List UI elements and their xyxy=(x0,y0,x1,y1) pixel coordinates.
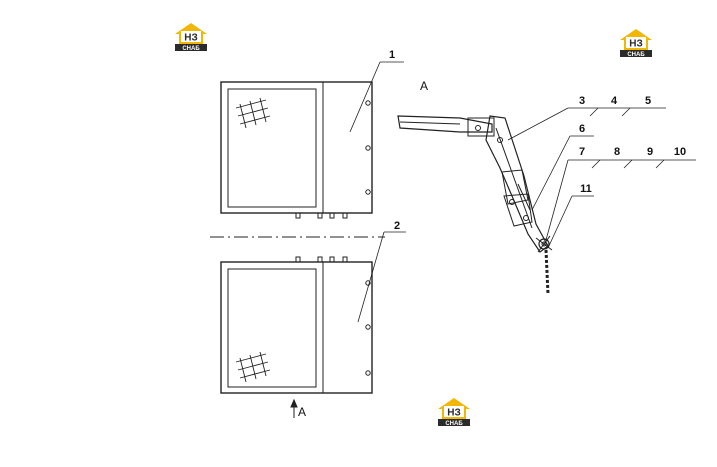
callout-5: 5 xyxy=(645,95,651,107)
logo-top-text: НЗ xyxy=(184,33,198,44)
logo-top-text: НЗ xyxy=(629,39,643,50)
callout-4: 4 xyxy=(611,95,618,107)
callout-3: 3 xyxy=(579,95,585,107)
callout-2: 2 xyxy=(394,220,400,232)
logo-bottom-text: СНАБ xyxy=(627,52,645,58)
callout-7: 7 xyxy=(579,146,585,158)
callout-11: 11 xyxy=(580,183,592,195)
panel-upper xyxy=(220,81,373,219)
logo-nz-snab: НЗ СНАБ xyxy=(618,28,654,58)
callout-10: 10 xyxy=(674,146,686,158)
logo-nz-snab: НЗ СНАБ xyxy=(173,22,209,52)
side-section xyxy=(397,115,553,295)
panel-lower xyxy=(220,256,373,394)
view-arrow xyxy=(290,398,298,418)
logo-bottom-text: СНАБ xyxy=(182,46,200,52)
wiper-hatch-upper xyxy=(235,97,271,129)
callout-9: 9 xyxy=(647,146,653,158)
view-label-bottom: A xyxy=(298,405,306,419)
logo-bottom-text: СНАБ xyxy=(445,421,463,427)
callout-1: 1 xyxy=(389,49,395,61)
callout-6: 6 xyxy=(579,123,585,135)
logo-nz-snab: НЗ СНАБ xyxy=(436,397,472,427)
callout-8: 8 xyxy=(614,146,620,158)
view-label-top: A xyxy=(420,79,428,93)
logo-top-text: НЗ xyxy=(447,408,461,419)
wiper-hatch-lower xyxy=(235,351,271,383)
leader-lines xyxy=(349,61,696,323)
